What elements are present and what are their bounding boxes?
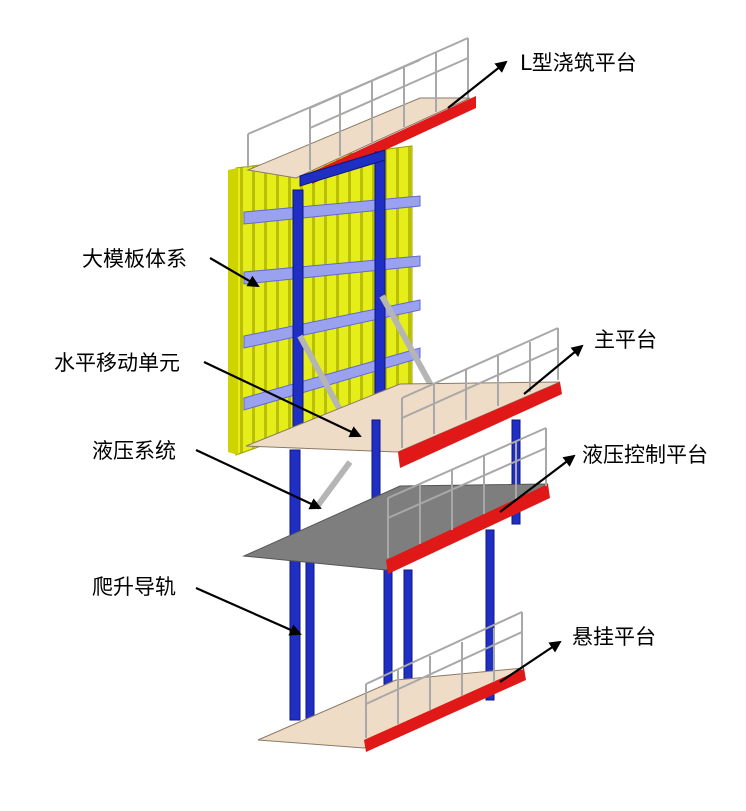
label-climbing-rail: 爬升导轨	[92, 575, 176, 599]
label-formwork: 大模板体系	[82, 247, 187, 271]
l-pouring-platform	[246, 37, 476, 184]
label-l-platform: L型浇筑平台	[520, 51, 637, 75]
labels: L型浇筑平台 大模板体系 水平移动单元 主平台 液压系统 液压控制平台 爬升导轨…	[54, 51, 708, 649]
hanging-platform	[257, 611, 526, 752]
arrow-formwork	[209, 257, 260, 288]
label-hydraulic-system: 液压系统	[92, 439, 176, 463]
arrow-climbing-rail	[195, 586, 302, 636]
lower-supports	[289, 419, 521, 721]
main-platform	[245, 327, 562, 468]
label-main-platform: 主平台	[594, 328, 657, 352]
arrow-l-platform	[447, 60, 508, 109]
arrow-hydraulic-system	[195, 449, 322, 510]
annotation-arrows	[195, 60, 584, 683]
arrow-hanging-platform	[499, 640, 562, 683]
label-horizontal-unit: 水平移动单元	[54, 351, 180, 375]
arrow-main-platform	[523, 344, 584, 395]
arrow-hydraulic-control	[499, 454, 576, 513]
arrow-horizontal-unit	[203, 361, 362, 438]
label-hydraulic-control-platform: 液压控制平台	[582, 443, 708, 467]
label-hanging-platform: 悬挂平台	[572, 625, 656, 649]
